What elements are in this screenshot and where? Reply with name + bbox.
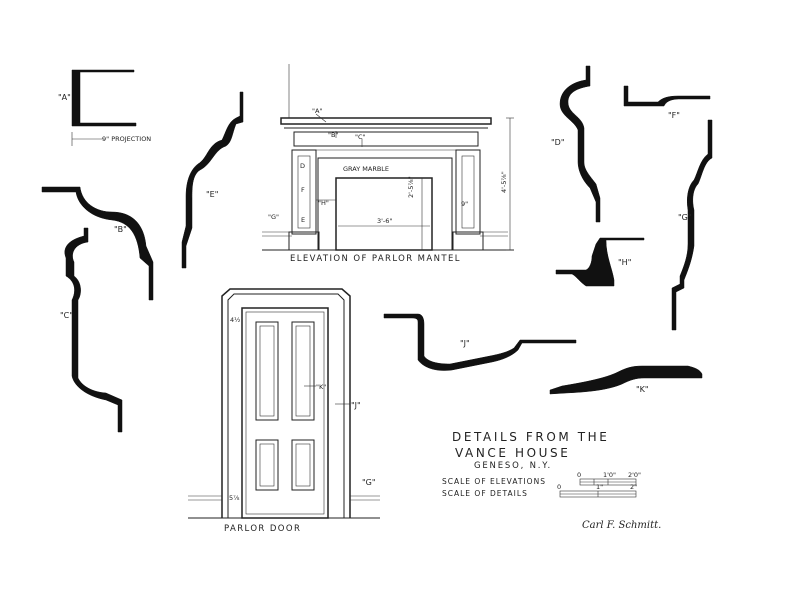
scale-det-tick-2: 2" (630, 483, 637, 491)
mantel-label-f: F (301, 186, 305, 194)
door-top-dim: 4½ (230, 316, 240, 324)
profile-b: "B" (41, 186, 154, 301)
mantel-label-g: "G" (268, 213, 279, 221)
door-base-dim: 5⅞ (229, 494, 240, 502)
mantel-marble-label: GRAY MARBLE (343, 165, 389, 173)
profile-d-label: "D" (551, 138, 565, 147)
door-label-k: "K" (316, 383, 326, 391)
door-caption: PARLOR DOOR (224, 524, 301, 534)
mantel-label-a: "A" (312, 107, 322, 115)
scale-details-label: SCALE OF DETAILS (442, 489, 528, 498)
scale-details-bar (559, 490, 637, 498)
profile-h: "H" (555, 237, 645, 287)
signature: Carl F. Schmitt. (582, 520, 661, 531)
profile-a: "A" 9" PROJECTION (58, 69, 151, 146)
profile-e-label: "E" (206, 190, 218, 199)
title-line1: DETAILS FROM THE (452, 430, 609, 444)
title-line3: GENESO, N.Y. (474, 461, 552, 471)
profile-k: "K" (549, 365, 703, 395)
mantel-opening-width: 3'-6" (377, 217, 392, 225)
profile-c-label: "C" (60, 311, 73, 320)
mantel-pilaster-dim: 9" (461, 200, 468, 208)
profile-a-label: "A" (58, 93, 71, 102)
scale-elev-tick-0: 0 (577, 471, 581, 479)
mantel-opening-height: 2'-5⅞" (407, 176, 415, 198)
scale-det-tick-0: 0 (557, 483, 561, 491)
mantel-label-e: E (301, 216, 305, 224)
title-line2: VANCE HOUSE (455, 446, 570, 460)
mantel-label-b: "B" (328, 131, 338, 139)
parlor-door: 4½ 5⅞ "K" "J" "G" PARLOR DOOR (188, 288, 380, 534)
scale-elevations-label: SCALE OF ELEVATIONS (442, 477, 546, 486)
scale-elevations-bar (579, 478, 637, 486)
profile-h-label: "H" (618, 258, 631, 267)
profile-j: "J" (383, 313, 577, 371)
mantel-elevation: "A" "B" "C" D F E "H" "G" GRAY MARBLE 3'… (262, 64, 514, 264)
profile-g-label: "G" (678, 213, 692, 222)
mantel-caption: ELEVATION OF PARLOR MANTEL (290, 254, 461, 264)
profile-j-label: "J" (460, 339, 470, 348)
profile-g: "G" (671, 119, 713, 331)
scale-det-tick-1: 1" (596, 483, 603, 491)
profile-b-label: "B" (114, 225, 127, 234)
profile-e: "E" (181, 91, 244, 269)
mantel-overall-height: 4'-5⅞" (500, 171, 508, 193)
scale-elev-tick-2: 2'0" (628, 471, 641, 479)
profile-a-projection: 9" PROJECTION (102, 135, 151, 143)
profile-c: "C" (60, 227, 123, 433)
profile-k-label: "K" (636, 385, 649, 394)
mantel-label-d: D (300, 162, 305, 170)
scale-elev-tick-1: 1'0" (603, 471, 616, 479)
door-label-g: "G" (362, 478, 376, 487)
title-block: DETAILS FROM THE VANCE HOUSE GENESO, N.Y… (442, 430, 641, 498)
door-label-j: "J" (351, 401, 361, 410)
mantel-label-c: "C" (355, 133, 366, 141)
profile-f-label: "F" (668, 111, 680, 120)
mantel-label-h: "H" (318, 199, 329, 207)
profile-f: "F" (623, 85, 711, 120)
profile-d: "D" (551, 65, 601, 223)
